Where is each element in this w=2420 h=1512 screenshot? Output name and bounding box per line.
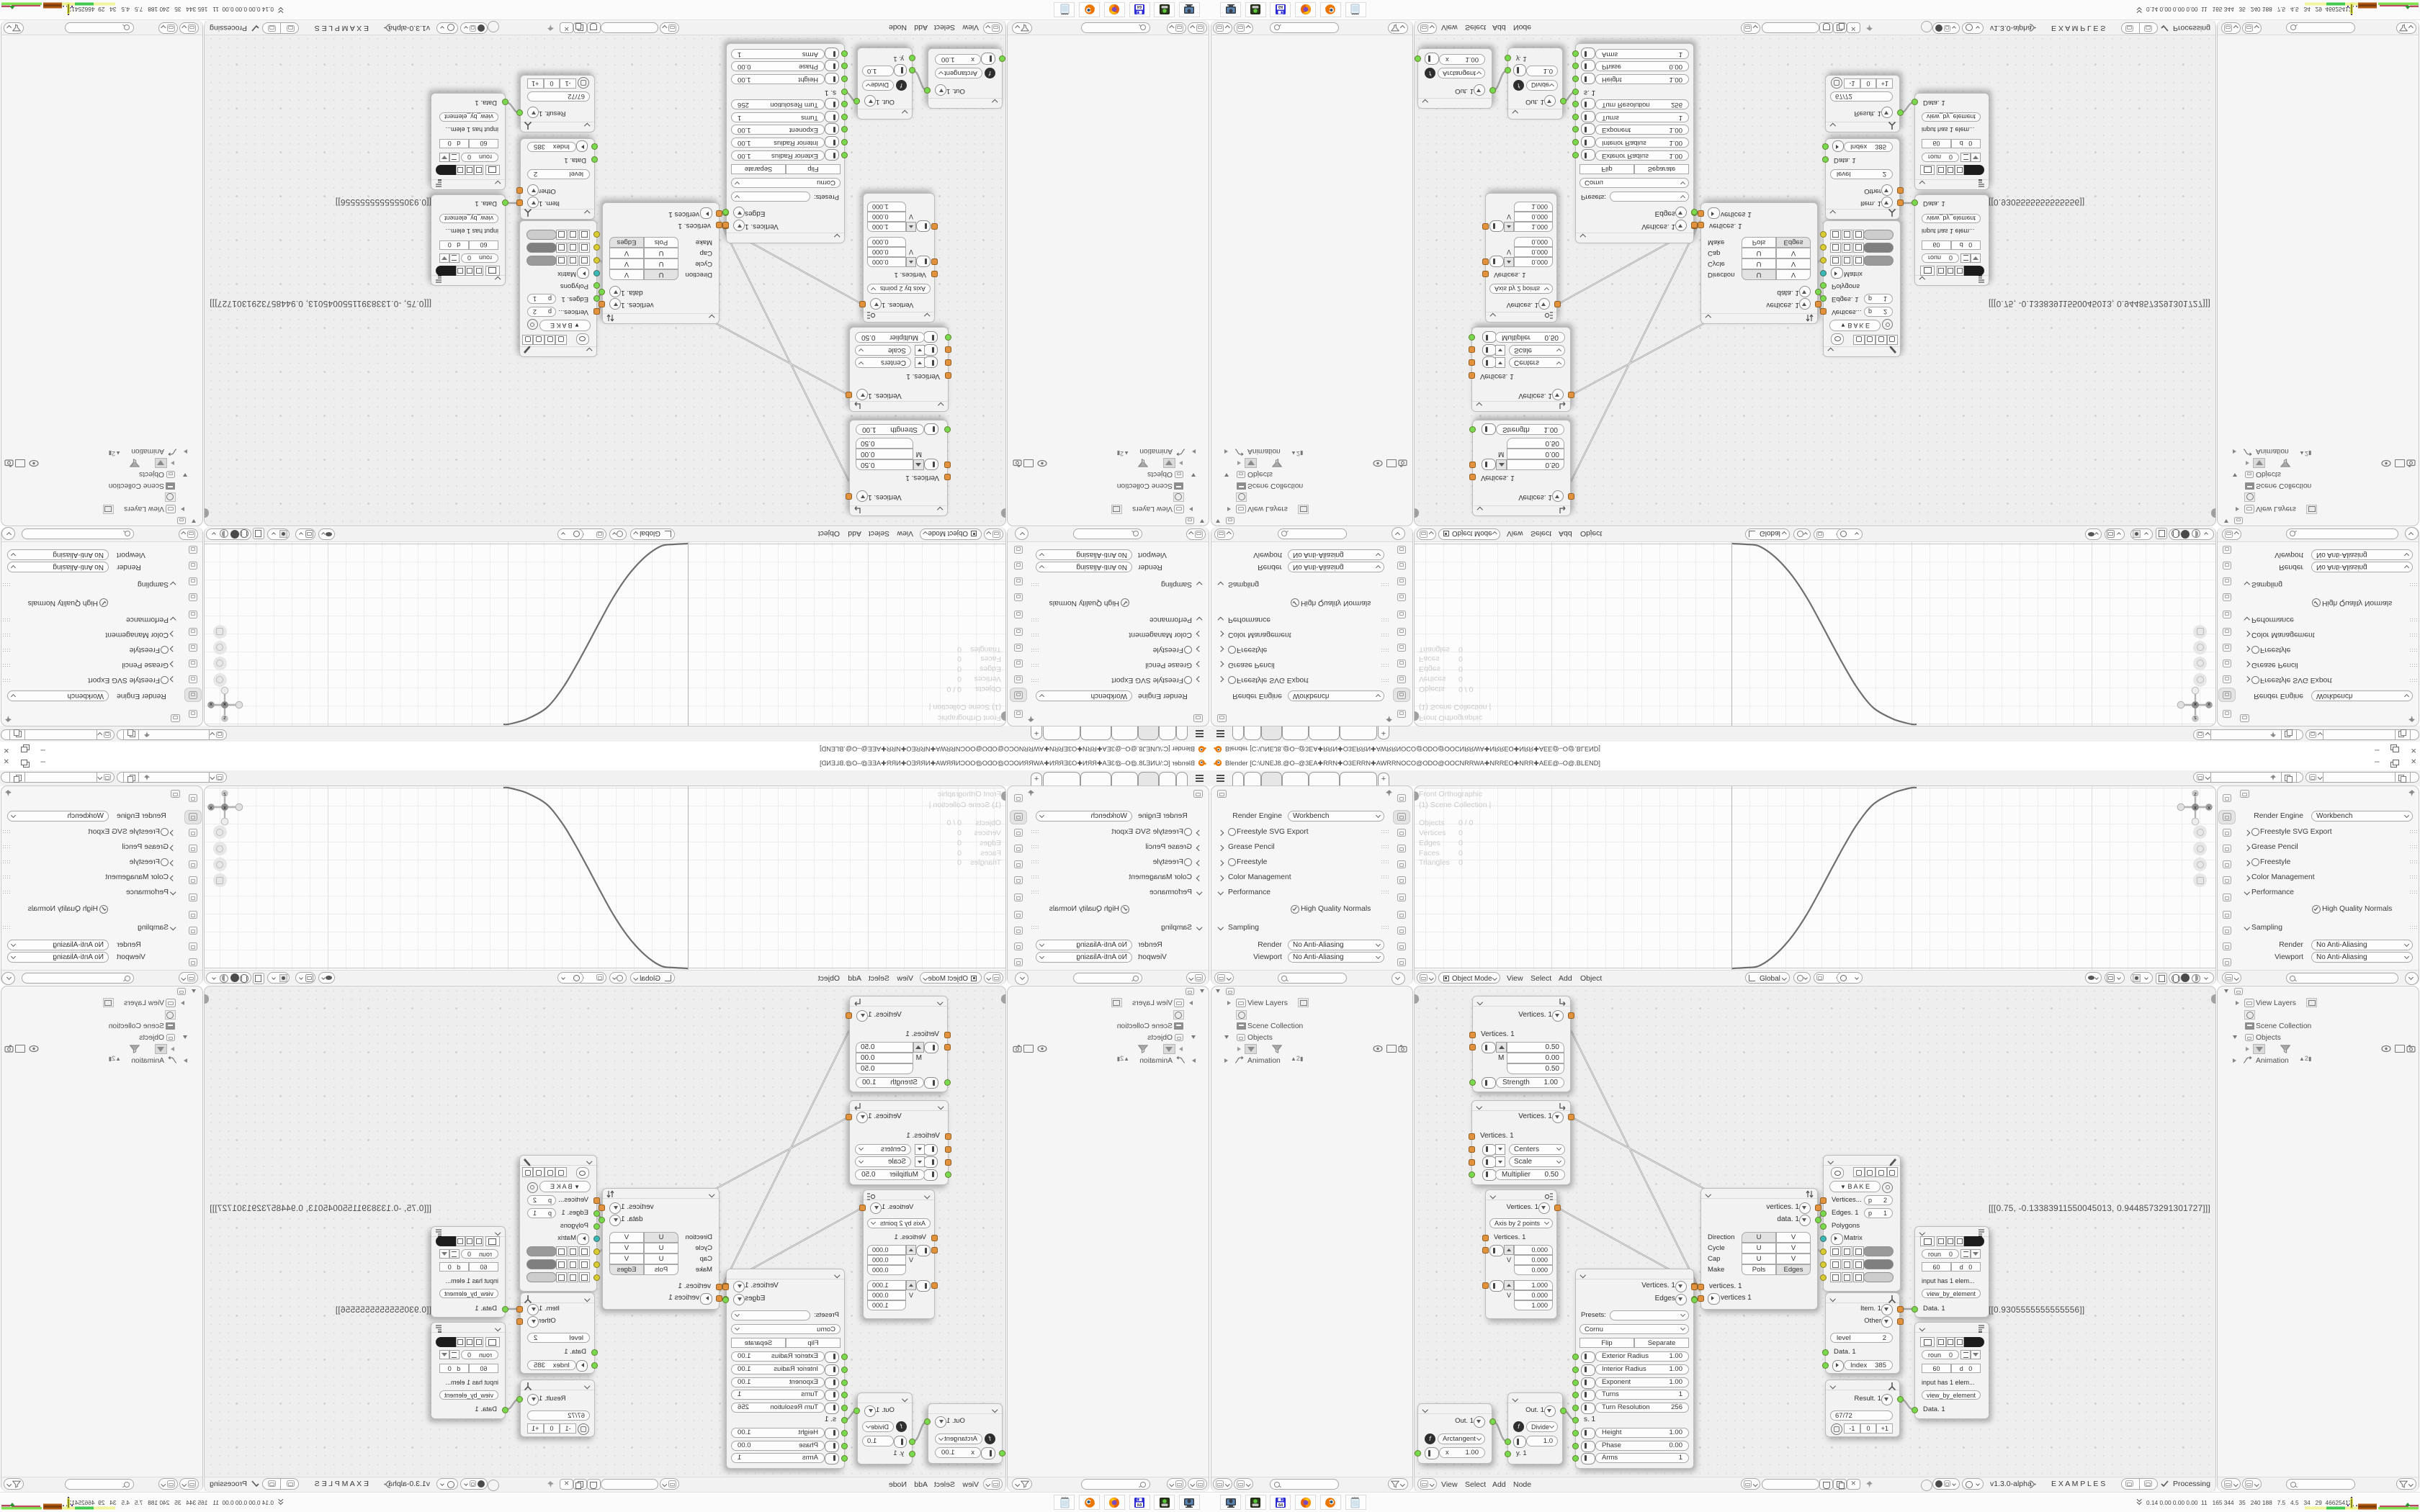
svg-text:64: 64 [1278,1503,1283,1508]
svg-text:z: z [223,791,226,797]
svg-text:64: 64 [1137,5,1142,9]
svg-text:x: x [210,701,212,708]
svg-text:x: x [2208,701,2210,708]
svg-text:z: z [223,715,226,721]
svg-text:x: x [2194,701,2197,708]
svg-text:z: z [2194,715,2197,721]
svg-text:x: x [223,701,226,708]
svg-text:64: 64 [1278,5,1283,9]
svg-text:x: x [210,804,212,811]
svg-text:64: 64 [1137,1503,1142,1508]
svg-text:x: x [2194,804,2197,811]
svg-text:x: x [223,804,226,811]
svg-text:x: x [2208,804,2210,811]
svg-text:z: z [2194,791,2197,797]
